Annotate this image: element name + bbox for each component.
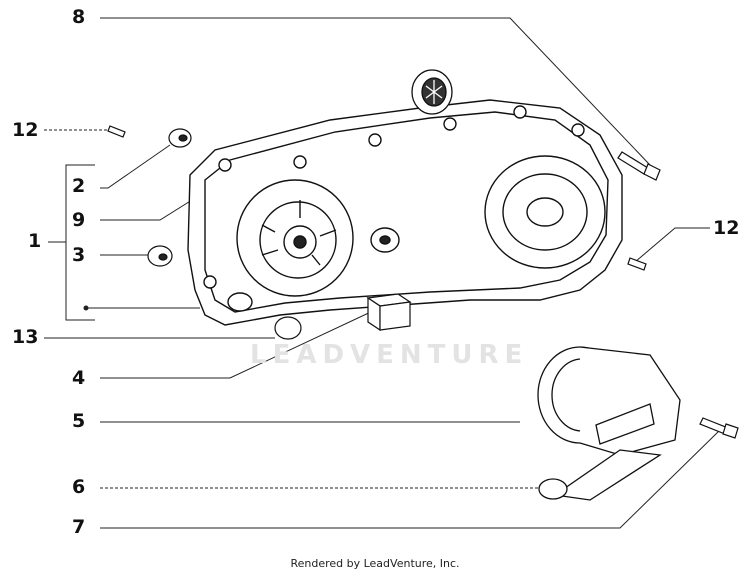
callout-6: 6 [72,476,86,498]
rim-bolt [293,155,307,169]
rim-bolt [203,275,217,289]
duct-spout [553,449,662,501]
plug-13 [274,316,302,340]
variator-housing-mid [259,201,337,279]
leader-9 [100,194,201,221]
rim-bolt [218,158,232,172]
duct-label-plate [595,403,655,445]
watermark: LEADVENTURE [250,340,529,370]
screw-7 [699,417,739,439]
rim-bolt [443,117,457,131]
variator-housing-core [293,235,307,249]
callout-12-left: 12 [12,119,39,141]
plug-13-body [274,316,302,340]
rim-bolt [368,133,382,147]
pin-12-right [627,257,647,271]
rim-bolt [513,105,527,119]
air-duct-5 [537,346,681,501]
bolt-8 [617,151,661,181]
clutch-boss-mid [502,173,588,251]
leader-7 [100,429,721,529]
block-4 [366,293,412,332]
leader-2 [100,144,171,189]
render-credit: Rendered by LeadVenture, Inc. [290,557,460,570]
bushing-2-hole [178,134,188,142]
callout-7: 7 [72,516,86,538]
leader-dot-marker [83,305,89,311]
clutch-boss-outer [484,155,606,269]
callout-1: 1 [28,230,42,252]
leader-4 [100,309,376,379]
bushing-3 [147,245,173,267]
duct-body [579,346,681,456]
cover-inner-rim [204,111,609,313]
callout-2: 2 [72,175,86,197]
callout-13: 13 [12,326,39,348]
plug-hole [227,292,253,312]
callout-4: 4 [72,367,86,389]
screw-7-head [722,423,739,439]
callout-5: 5 [72,410,86,432]
bushing-2 [168,128,192,148]
callout-12-right: 12 [713,217,740,239]
block-4-side [379,301,411,331]
housing-ribs [261,200,337,266]
callout-3: 3 [72,244,86,266]
pin-12-left [107,125,126,138]
fan-wheel [411,69,453,115]
leader-12-right [634,227,710,263]
callout-8: 8 [72,6,86,28]
leader-lines [44,17,721,529]
pin-12-right-body [627,257,647,271]
callout-9: 9 [72,209,86,231]
rim-bolt [571,123,585,137]
fan-wheel-spokes [425,80,443,104]
leader-8 [100,17,651,166]
bushing-3-hole [158,253,168,261]
clutch-boss-inner [526,197,564,227]
bolt-8-shank [617,151,649,175]
transmission-cover [187,99,623,326]
duct-spout-opening [538,478,568,500]
center-boss-hole [379,235,391,245]
bolt-8-head [643,163,661,181]
pin-12-left-body [107,125,126,138]
